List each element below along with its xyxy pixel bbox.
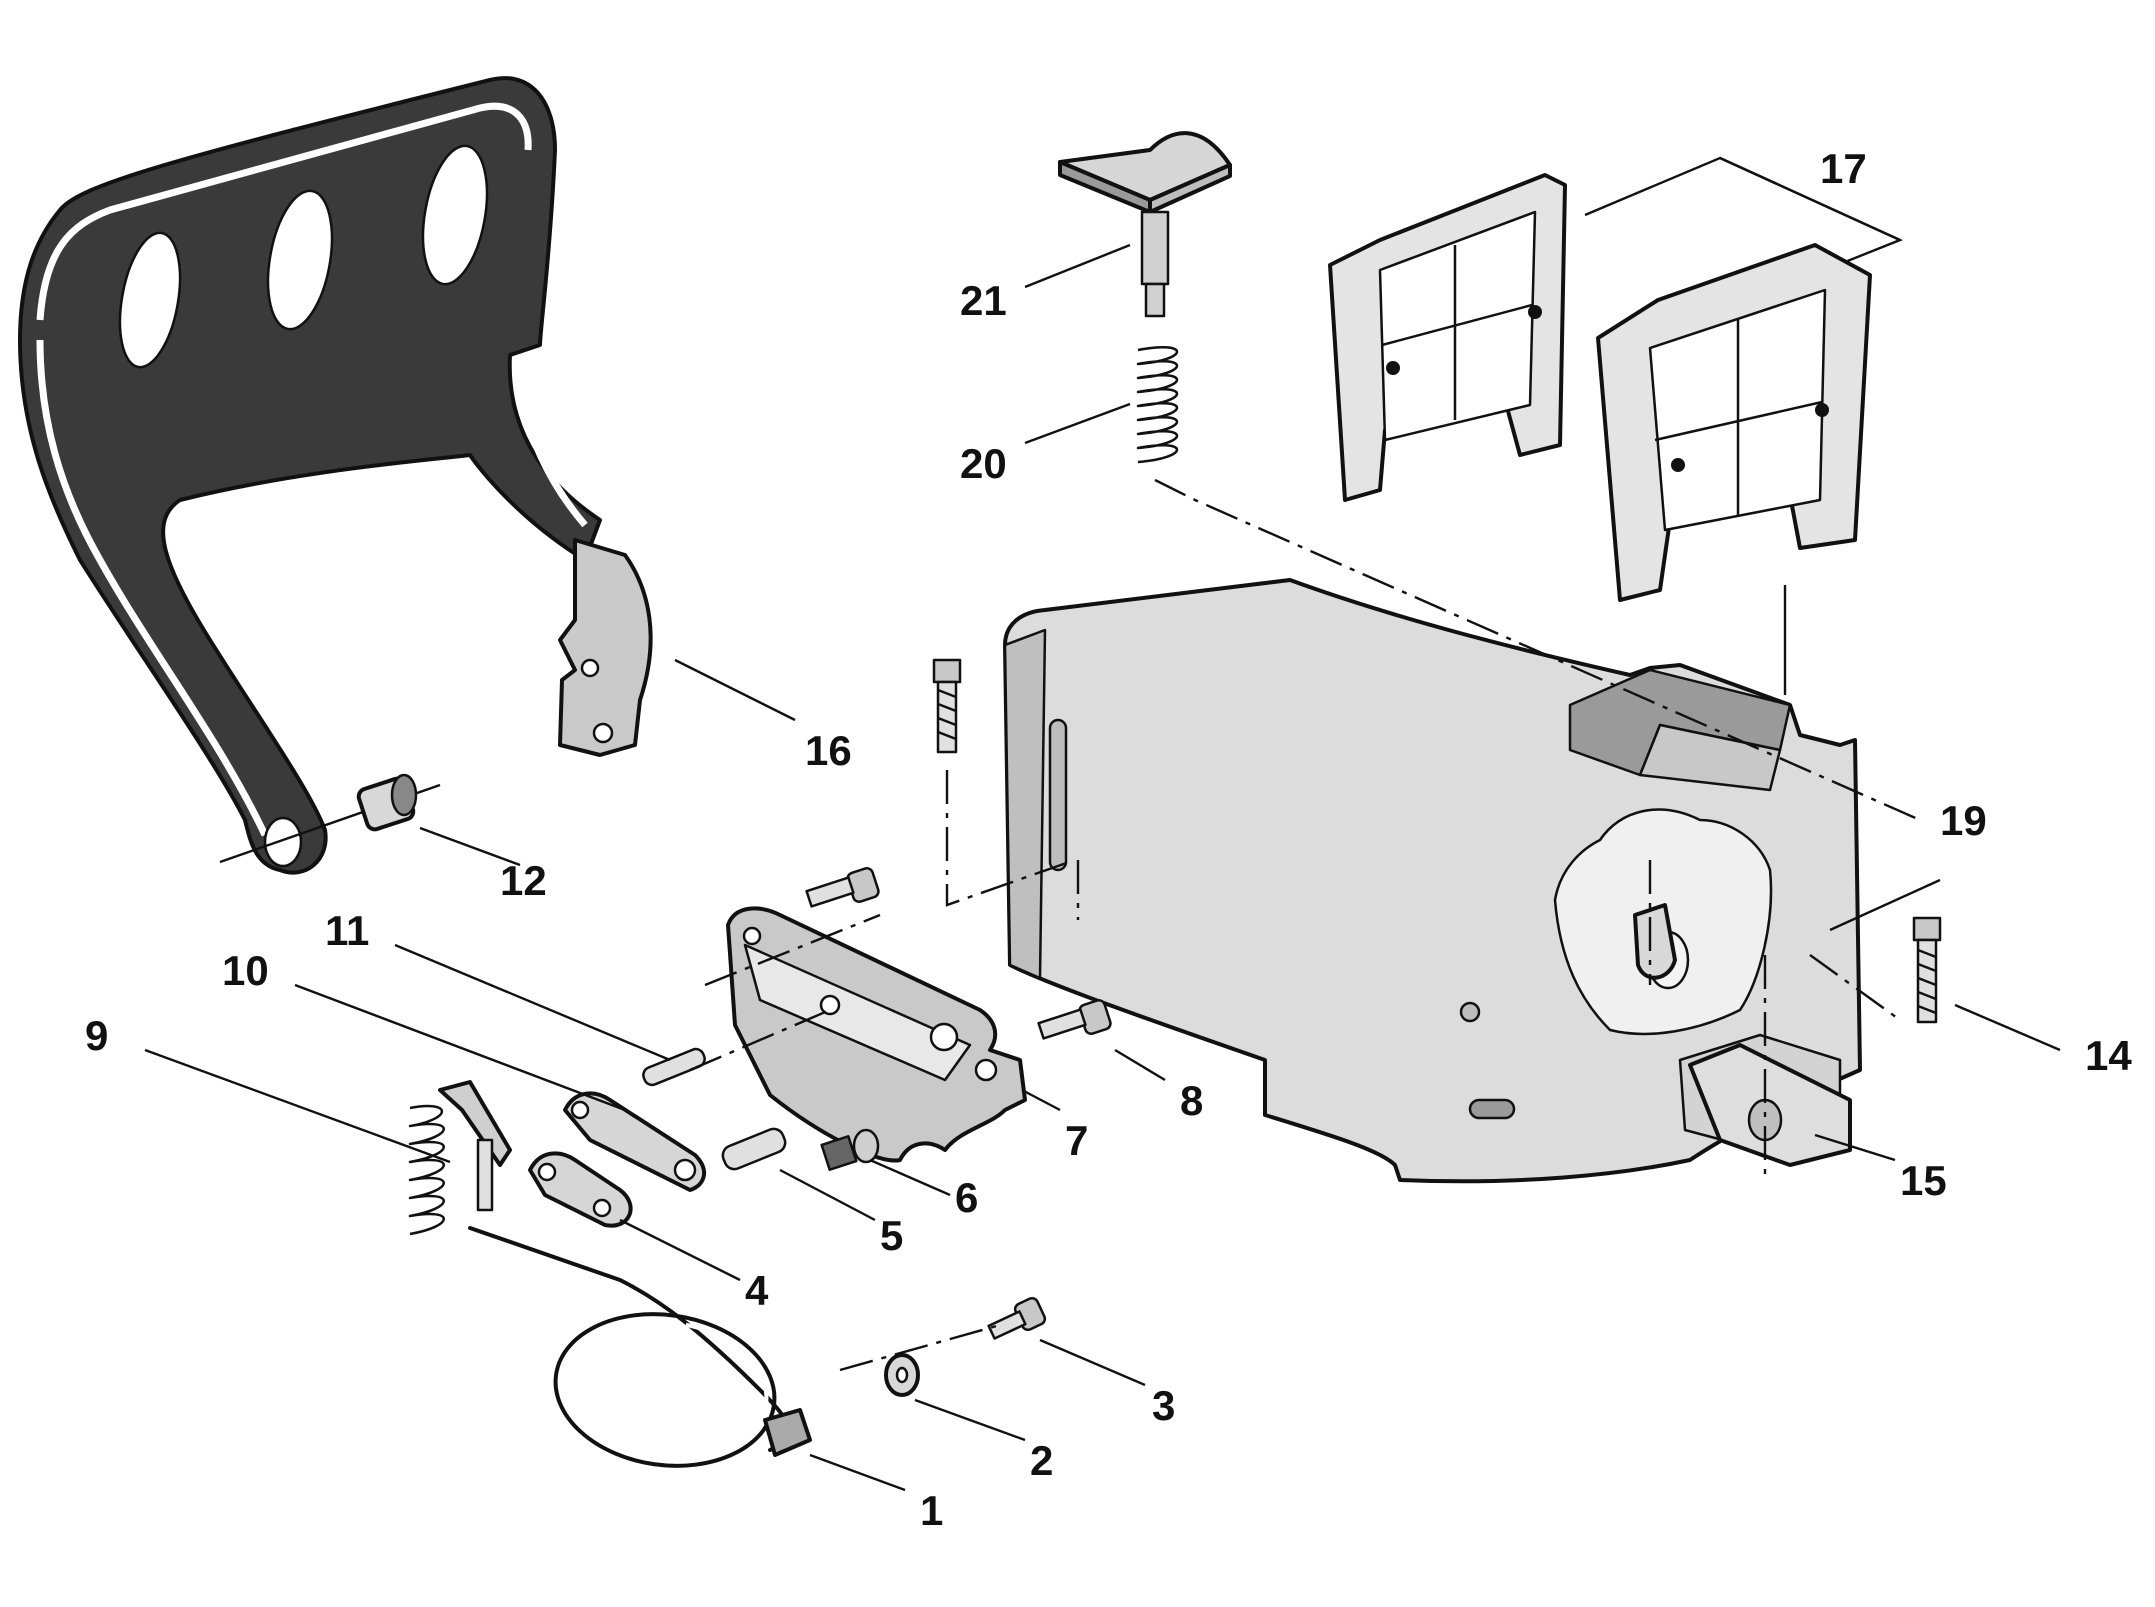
label-15: 15 <box>1900 1157 1947 1204</box>
label-1: 1 <box>920 1487 943 1534</box>
label-7: 7 <box>1065 1117 1088 1164</box>
label-4: 4 <box>745 1267 769 1314</box>
assembly-axes <box>689 478 1921 1372</box>
bracket-15 <box>1688 1043 1852 1167</box>
screw-8 <box>1037 999 1112 1040</box>
label-11: 11 <box>325 907 369 954</box>
detent-part <box>820 1128 880 1171</box>
lever-4 <box>438 1080 633 1228</box>
bushing-part <box>219 773 441 864</box>
lever-10 <box>563 1091 706 1192</box>
label-6: 6 <box>955 1174 978 1221</box>
washer-part <box>884 1353 920 1397</box>
leader-lines <box>144 156 2061 1492</box>
plunger-part <box>1058 131 1232 318</box>
label-21: 21 <box>960 277 1007 324</box>
screw-3 <box>987 1296 1047 1340</box>
label-3: 3 <box>1152 1382 1175 1429</box>
label-2: 2 <box>1030 1437 1053 1484</box>
spring-9 <box>408 1104 445 1236</box>
spring-part <box>1136 346 1179 464</box>
part-labels: 21 20 17 16 12 19 14 15 11 10 9 8 7 6 5 … <box>85 145 2132 1534</box>
screw-14 <box>1912 916 1942 1024</box>
label-19: 19 <box>1940 797 1987 844</box>
pin-5 <box>721 1127 787 1171</box>
label-17: 17 <box>1820 145 1867 192</box>
hand-guard-part <box>18 76 653 875</box>
label-12: 12 <box>500 857 547 904</box>
label-5: 5 <box>880 1212 903 1259</box>
screw-upper <box>805 867 880 908</box>
brake-band-part <box>468 1226 812 1468</box>
filter-frame-right <box>1596 243 1872 602</box>
label-8: 8 <box>1180 1077 1203 1124</box>
label-16: 16 <box>805 727 852 774</box>
label-20: 20 <box>960 440 1007 487</box>
pin-11 <box>642 1047 706 1087</box>
screw-left-vertical <box>932 658 962 754</box>
label-10: 10 <box>222 947 269 994</box>
sleeve-part <box>1633 903 1677 980</box>
label-14: 14 <box>2085 1032 2132 1079</box>
label-9: 9 <box>85 1012 108 1059</box>
filter-frame-left <box>1328 173 1567 502</box>
